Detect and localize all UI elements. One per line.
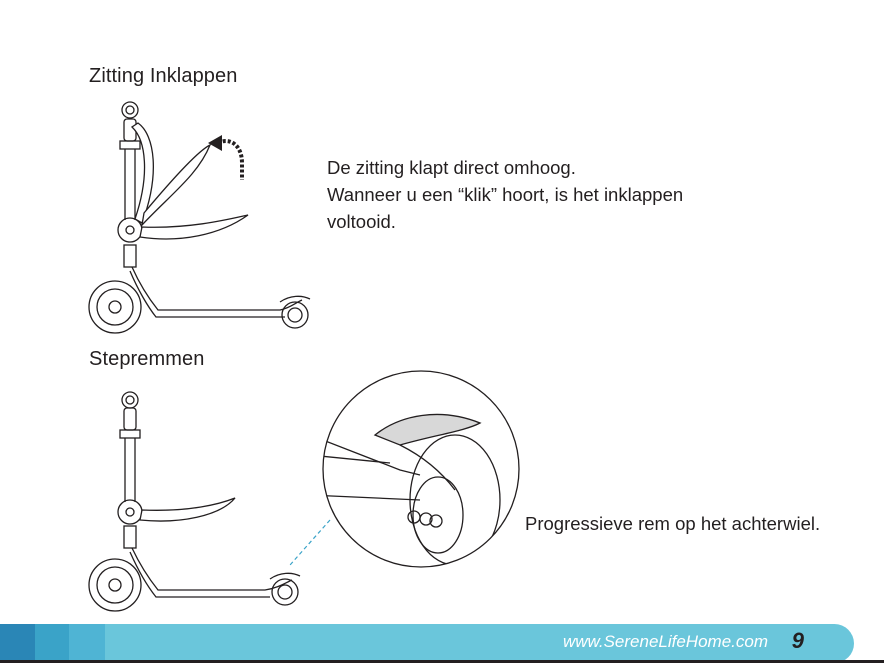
page-number: 9 (792, 628, 804, 654)
fold-line-3: voltooid. (327, 208, 807, 235)
section-title-brakes: Stepremmen (89, 348, 205, 371)
fold-instructions: De zitting klapt direct omhoog. Wanneer … (327, 154, 807, 235)
fold-line-2: Wanneer u een “klik” hoort, is het inkla… (327, 181, 807, 208)
page-footer: www.SereneLifeHome.com 9 (0, 624, 884, 663)
brake-zoom-illustration (290, 375, 530, 605)
scooter-fold-illustration (80, 95, 320, 340)
fold-arrow-icon (208, 135, 242, 180)
section-title-fold-seat: Zitting Inklappen (89, 65, 237, 88)
zoom-leader-line (290, 520, 330, 565)
footer-bar: www.SereneLifeHome.com 9 (105, 624, 854, 663)
fold-line-1: De zitting klapt direct omhoog. (327, 154, 807, 181)
website-url: www.SereneLifeHome.com (563, 632, 768, 652)
scooter-brake-illustration (80, 380, 320, 610)
brake-caption: Progressieve rem op het achterwiel. (525, 513, 820, 535)
